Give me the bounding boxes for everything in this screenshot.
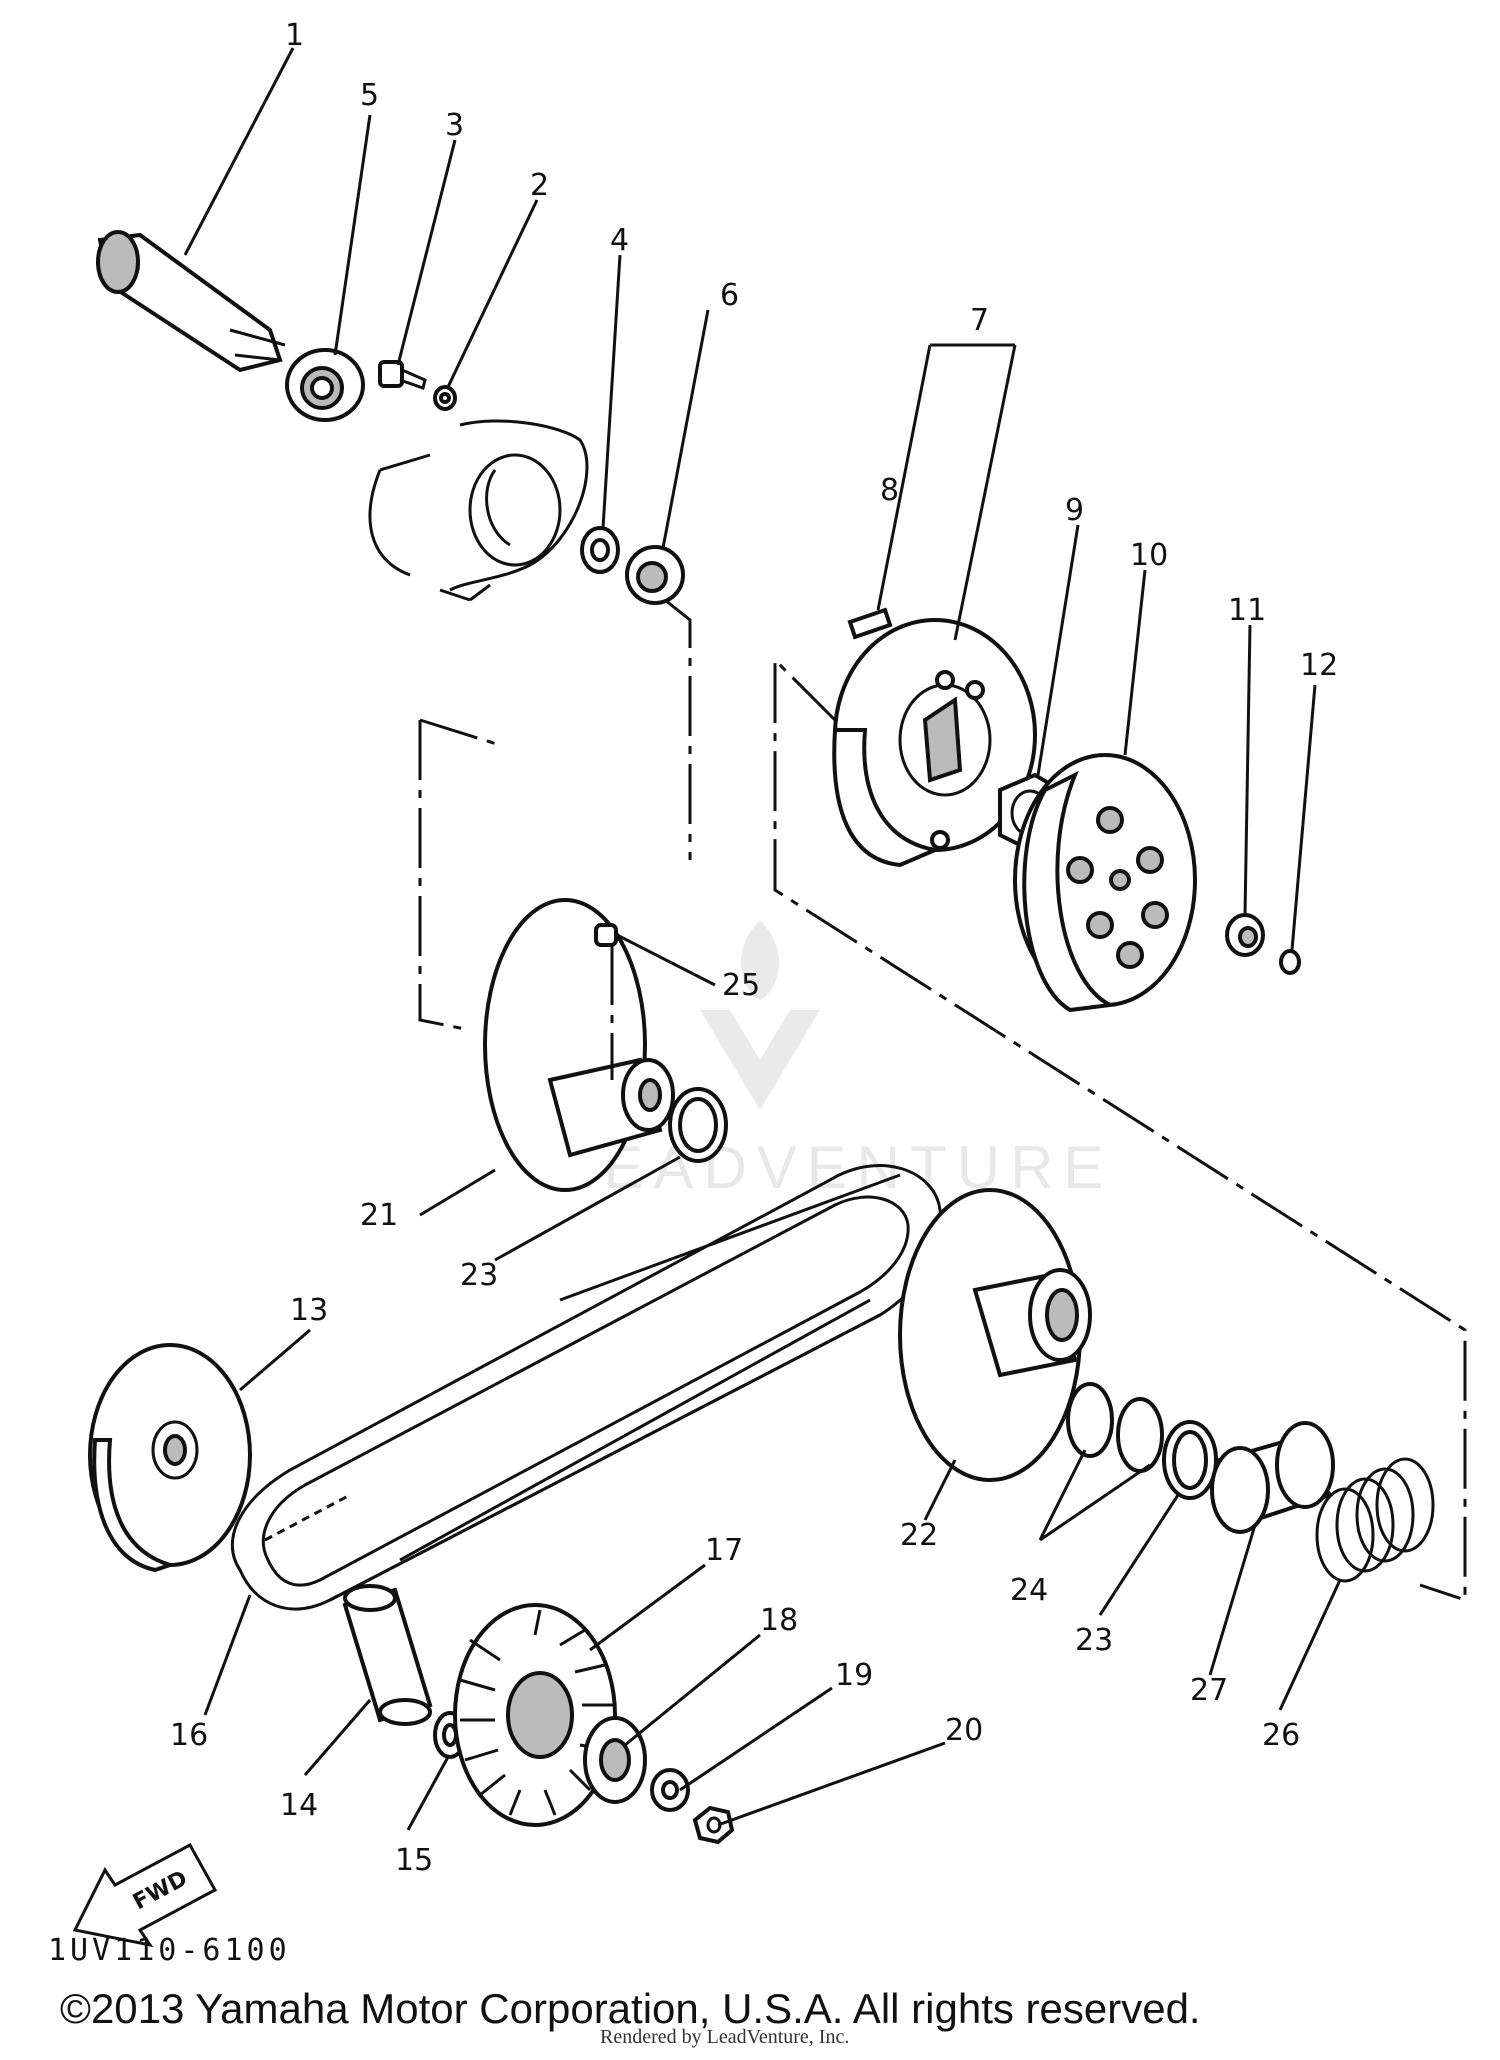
rendered-by-notice: Rendered by LeadVenture, Inc.	[600, 2026, 850, 2048]
fwd-arrow-icon: FWD	[72, 1842, 218, 1948]
part-5-bearing	[285, 348, 365, 422]
callout-13: 13	[290, 1293, 328, 1328]
part-4-oil-seal	[580, 526, 620, 574]
copyright-notice: ©2013 Yamaha Motor Corporation, U.S.A. A…	[60, 1985, 1201, 2032]
housing-fragment	[368, 419, 589, 602]
part-6-bearing	[625, 545, 685, 605]
part-20-nut	[692, 1805, 735, 1845]
callout-23-lower: 23	[1075, 1623, 1113, 1658]
callout-22: 22	[900, 1518, 938, 1553]
callout-labels: 1 5 3 2 4 6 7 8 9 10 11 12 25 21 23 13 2…	[170, 18, 1338, 1878]
part-21-secondary-sheave	[483, 898, 675, 1192]
callout-14: 14	[280, 1788, 318, 1823]
callout-16: 16	[170, 1718, 208, 1753]
callout-23-upper: 23	[460, 1258, 498, 1293]
callout-18: 18	[760, 1603, 798, 1638]
part-25-bolt	[594, 923, 618, 947]
part-23-seal-lower	[1162, 1420, 1218, 1500]
part-3-bolt	[378, 360, 427, 390]
callout-11: 11	[1228, 593, 1266, 628]
assembly-lines	[379, 453, 1467, 1603]
part-8-spring-pin	[847, 607, 893, 640]
part-7-clutch-carrier	[832, 618, 1037, 868]
callout-8: 8	[880, 473, 899, 508]
part-18-cam	[583, 1716, 647, 1804]
part-11-nut	[1225, 913, 1265, 957]
callout-3: 3	[445, 108, 464, 143]
watermark: LEADVENTURE	[560, 920, 1113, 1201]
part-26-compression-spring	[1315, 1457, 1435, 1583]
callout-26: 26	[1262, 1718, 1300, 1753]
part-13-fixed-sheave	[88, 1343, 252, 1573]
callout-24: 24	[1010, 1573, 1048, 1608]
callout-9: 9	[1065, 493, 1084, 528]
callout-17: 17	[705, 1533, 743, 1568]
part-2-washer	[433, 385, 457, 411]
part-23-seal-upper	[668, 1087, 728, 1163]
callout-10: 10	[1130, 538, 1168, 573]
part-10-clutch-housing	[1013, 753, 1197, 1013]
callout-4: 4	[610, 223, 629, 258]
callout-27: 27	[1190, 1673, 1228, 1708]
watermark-text: LEADVENTURE	[560, 1134, 1113, 1201]
callout-20: 20	[945, 1713, 983, 1748]
diagram-code: 1UV110-6100	[48, 1933, 291, 1968]
callout-2: 2	[530, 168, 549, 203]
callout-1: 1	[285, 18, 304, 53]
part-17-cooling-fan	[453, 1603, 617, 1827]
callout-12: 12	[1300, 648, 1338, 683]
callout-21: 21	[360, 1198, 398, 1233]
part-12-washer	[1279, 949, 1301, 975]
callout-6: 6	[720, 278, 739, 313]
callout-19: 19	[835, 1658, 873, 1693]
callout-25: 25	[722, 968, 760, 1003]
part-16-v-belt	[230, 1164, 943, 1611]
part-27-spring-seat	[1210, 1421, 1335, 1534]
part-22-sliding-sheave	[898, 1188, 1092, 1482]
part-1-primary-shaft	[96, 230, 286, 373]
callout-7: 7	[970, 303, 989, 338]
leader-lines	[183, 47, 1342, 1831]
part-19-washer	[650, 1768, 690, 1812]
part-14-collar	[342, 1584, 433, 1726]
callout-5: 5	[360, 78, 379, 113]
callout-15: 15	[395, 1843, 433, 1878]
